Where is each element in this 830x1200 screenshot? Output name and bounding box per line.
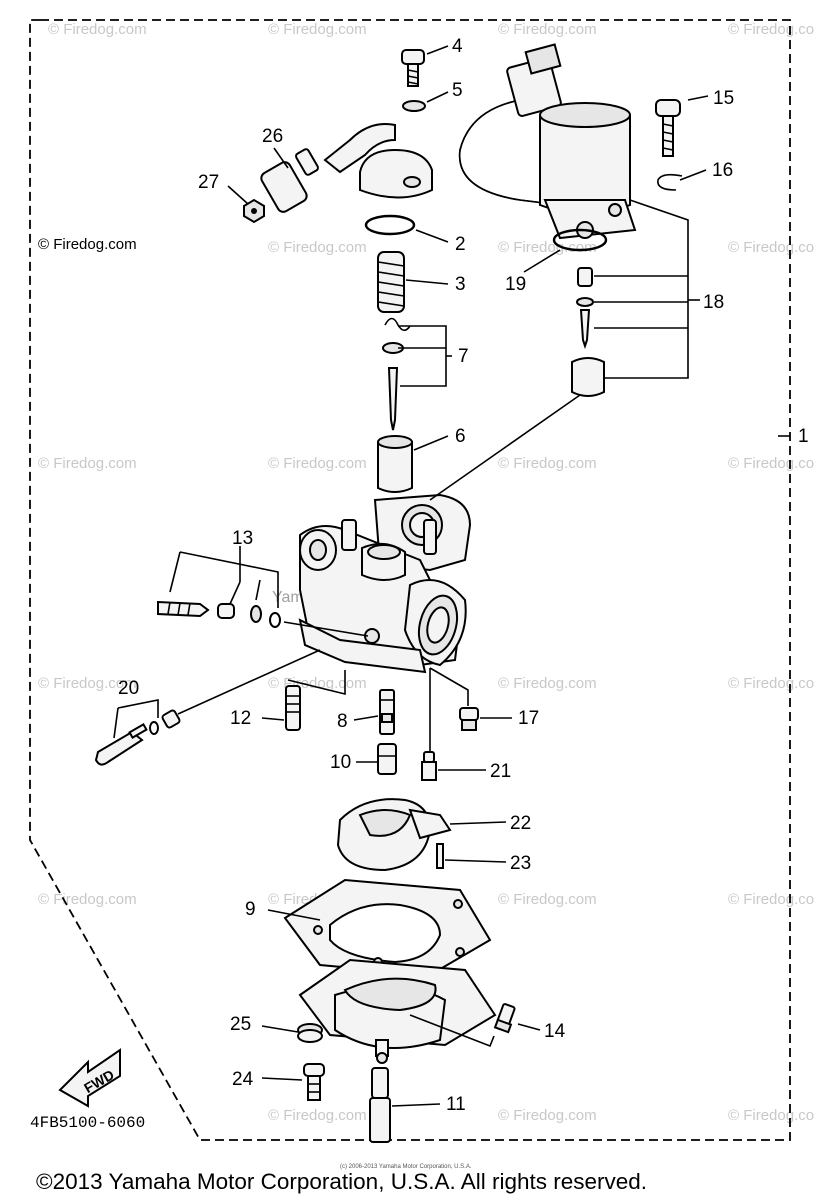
part-spring-3 [377,251,405,313]
part-main-jet-10 [377,743,397,775]
watermark: © Firedog.com [498,1107,597,1124]
callout-16: 16 [712,160,733,181]
part-piston-6 [377,435,413,493]
watermark: © Firedog.com [268,1107,367,1124]
part-hose-26 [260,148,319,213]
part-float-bowl [298,958,497,1064]
corner-watermark: © Firedog.com [38,236,137,253]
part-autochoke [458,43,637,240]
part-o-ring-19 [552,228,608,252]
assembly-frame [29,19,791,1141]
fine-print: (c) 2006-2013 Yamaha Motor Corporation, … [340,1164,472,1170]
watermark: © Firedog.com [268,239,367,256]
callout-1: 1 [798,426,809,447]
part-jet-12 [285,685,301,731]
callout-19: 19 [505,274,526,295]
diagram-code: 4FB5100-6060 [30,1114,145,1132]
part-top-cap [323,123,433,199]
callout-13: 13 [232,528,253,549]
callout-8: 8 [337,711,348,732]
watermark: © Firedog.com [498,455,597,472]
callout-24: 24 [232,1069,254,1090]
part-carburetor-body-1 [298,493,472,674]
watermark: © Firedog.co [728,1107,814,1124]
callout-3: 3 [455,274,466,295]
part-o-ring-2 [364,214,416,236]
parts-layer: FWD [58,43,683,1143]
part-hose-11 [369,1067,391,1143]
part-clip-16 [657,173,683,191]
watermark: © Firedog.com [498,675,597,692]
callout-5: 5 [452,80,463,101]
callout-10: 10 [330,752,351,773]
callout-15: 15 [713,88,734,109]
callout-20: 20 [118,678,139,699]
watermark: © Firedog.co [728,675,814,692]
callout-22: 22 [510,813,531,834]
callout-26: 26 [262,126,283,147]
part-screw-24 [303,1063,325,1101]
fwd-arrow-icon: FWD [58,1048,121,1108]
part-plug-17 [459,707,479,731]
callout-18: 18 [703,292,724,313]
part-pin-23 [436,843,444,869]
watermark: © Firedog.com [38,891,137,908]
part-needle-set-7 [382,317,411,431]
watermark: © Firedog.com [268,455,367,472]
part-needle-jet-8 [379,689,395,735]
watermark: © Firedog.com [498,891,597,908]
watermark: © Firedog.com [498,239,597,256]
part-throttle-screw-20 [94,709,181,766]
part-nut-27 [243,198,265,224]
watermark: © Firedog.co [728,891,814,908]
part-needle-valve-21 [421,751,437,781]
part-gasket-9 [283,878,492,977]
callout-14: 14 [544,1021,566,1042]
callout-23: 23 [510,853,531,874]
callout-27: 27 [198,172,219,193]
watermark: © Firedog.com [268,21,367,38]
part-washer-25 [297,1023,323,1043]
callout-25: 25 [230,1014,251,1035]
callout-labels: 4 5 26 27 2 3 7 6 15 16 19 18 1 13 20 12… [118,36,809,1115]
watermark: © Firedog.co [728,21,814,38]
watermark: © Firedog.com [48,21,147,38]
watermark: © Firedog.co [728,455,814,472]
watermark: © Firedog.com [498,21,597,38]
part-screw-4 [401,49,425,87]
callout-4: 4 [452,36,463,57]
callout-9: 9 [245,899,256,920]
part-starter-plunger-18 [571,267,605,397]
callout-11: 11 [446,1094,466,1115]
part-pilot-screw-13 [157,600,281,628]
callout-12: 12 [230,708,251,729]
part-screw-15 [655,99,681,157]
watermark: © Firedog.co [728,239,814,256]
part-washer-5 [402,100,426,112]
watermark: © Firedog.com [268,675,367,692]
callout-2: 2 [455,234,466,255]
watermark: © Firedog.com [38,675,137,692]
callout-7: 7 [458,346,469,367]
callout-17: 17 [518,708,539,729]
leader-lines [113,45,790,1107]
callout-6: 6 [455,426,466,447]
watermark: © Firedog.com [38,455,137,472]
callout-21: 21 [490,761,511,782]
part-drain-screw-14 [493,1003,516,1034]
part-float-22 [336,798,452,872]
copyright-notice: ©2013 Yamaha Motor Corporation, U.S.A. A… [36,1169,647,1194]
